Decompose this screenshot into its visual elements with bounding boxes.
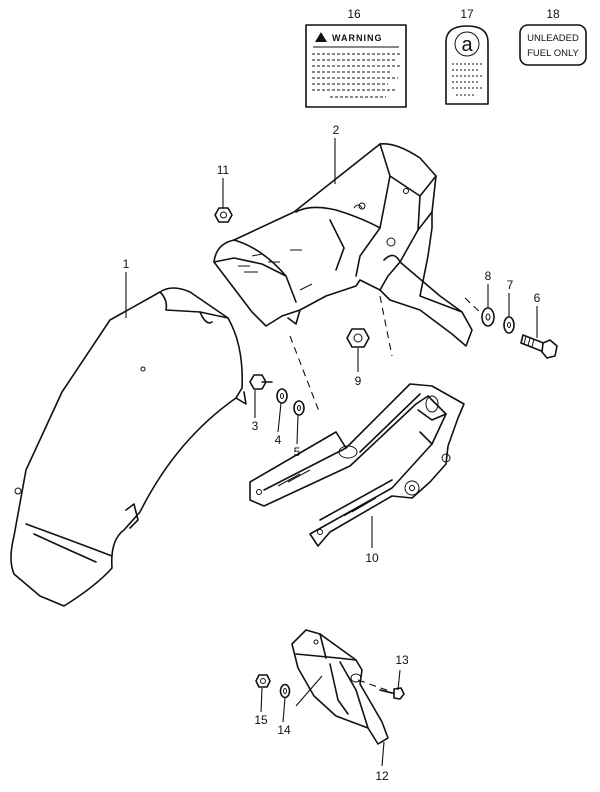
callout-8: 8 bbox=[485, 269, 492, 283]
callout-18: 18 bbox=[546, 7, 560, 21]
washer-14 bbox=[279, 683, 291, 699]
nut-11 bbox=[214, 207, 233, 223]
washer-5 bbox=[293, 400, 305, 416]
callout-16: 16 bbox=[347, 7, 361, 21]
callout-13: 13 bbox=[395, 653, 409, 667]
fuel-label-18: UNLEADED FUEL ONLY bbox=[519, 24, 587, 66]
caution-label-letter: a bbox=[461, 34, 473, 56]
bracket-12 bbox=[291, 629, 389, 745]
callout-10: 10 bbox=[365, 551, 379, 565]
fender-brace-10 bbox=[249, 383, 465, 547]
washer-8 bbox=[481, 307, 495, 327]
assembly-lines bbox=[289, 295, 483, 693]
nut-15 bbox=[255, 674, 271, 688]
callout-numbers: 1 2 3 4 5 6 7 8 9 10 11 12 13 14 15 16 1… bbox=[123, 7, 560, 783]
washer-7 bbox=[503, 316, 515, 334]
caution-label-17: a bbox=[445, 25, 489, 105]
nut-9 bbox=[346, 328, 370, 348]
callout-11: 11 bbox=[217, 163, 230, 177]
rear-fender-cover-2 bbox=[213, 142, 473, 347]
callout-7: 7 bbox=[507, 278, 514, 292]
callout-14: 14 bbox=[277, 723, 291, 737]
callout-17: 17 bbox=[460, 7, 474, 21]
callout-12: 12 bbox=[375, 769, 389, 783]
bolt-3 bbox=[249, 374, 273, 390]
callout-15: 15 bbox=[254, 713, 268, 727]
washer-4 bbox=[276, 388, 288, 404]
callout-2: 2 bbox=[333, 123, 340, 137]
warning-label-16: WARNING bbox=[305, 24, 407, 108]
callout-3: 3 bbox=[252, 419, 259, 433]
fuel-label-line2: FUEL ONLY bbox=[527, 48, 579, 59]
bolt-6 bbox=[520, 334, 558, 359]
warning-label-title: WARNING bbox=[332, 33, 383, 43]
callout-4: 4 bbox=[275, 433, 282, 447]
callout-9: 9 bbox=[355, 374, 362, 388]
bolt-13 bbox=[379, 687, 405, 700]
rear-fender-1 bbox=[10, 287, 247, 607]
leader-lines bbox=[125, 138, 538, 767]
callout-1: 1 bbox=[123, 257, 130, 271]
callout-5: 5 bbox=[294, 445, 301, 459]
callout-6: 6 bbox=[534, 291, 541, 305]
fuel-label-line1: UNLEADED bbox=[527, 33, 579, 44]
